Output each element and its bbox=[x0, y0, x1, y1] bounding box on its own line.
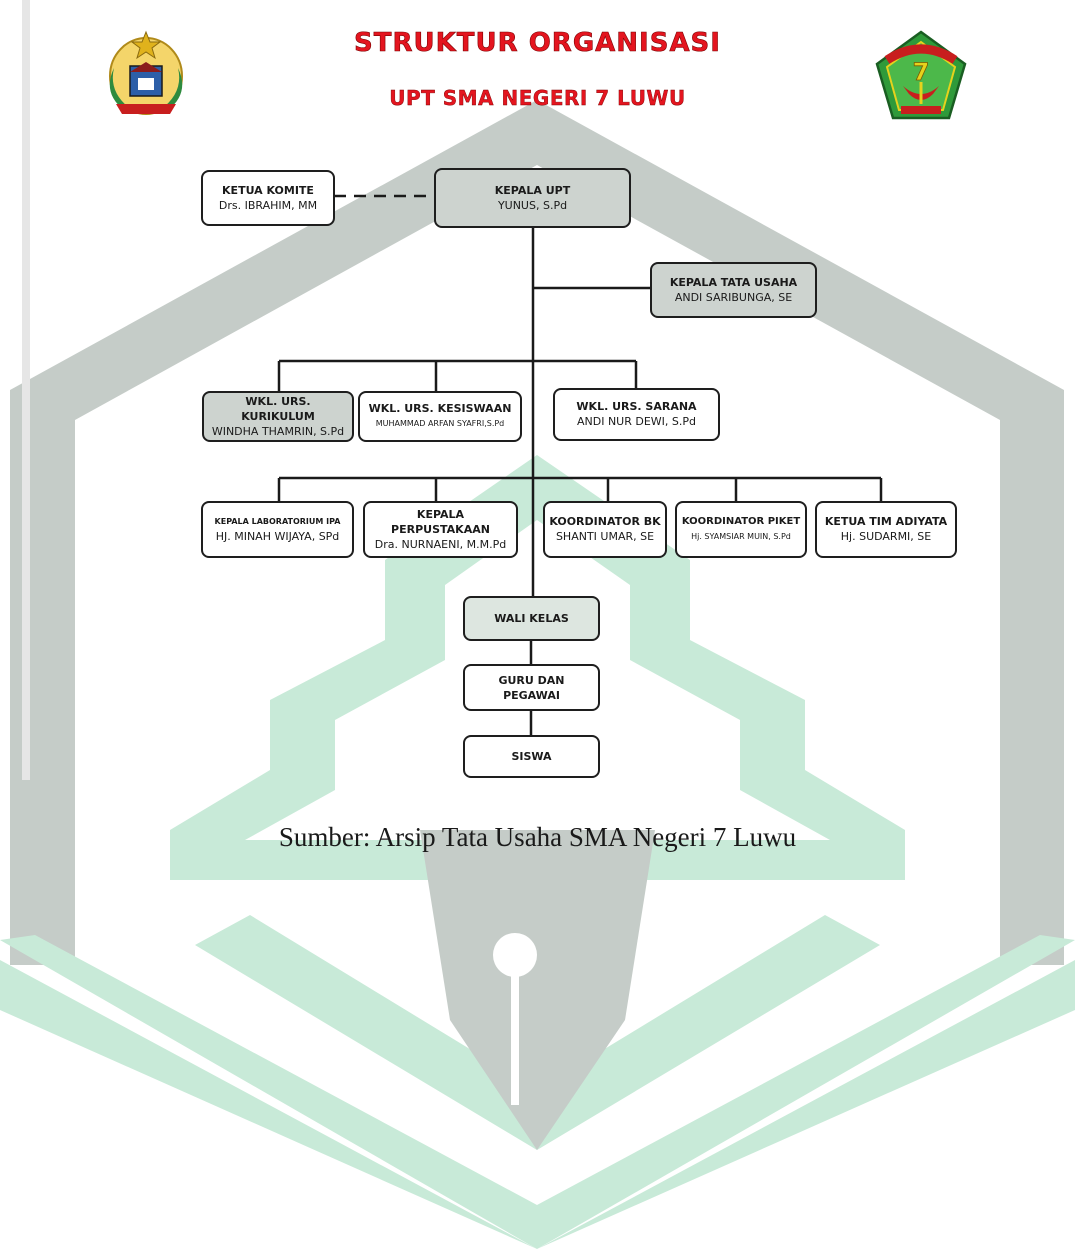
kepala-upt-box: KEPALA UPT YUNUS, S.Pd bbox=[434, 168, 631, 228]
guru-pegawai-box: GURU DAN PEGAWAI bbox=[463, 664, 600, 711]
kepala-upt-name: YUNUS, S.Pd bbox=[497, 198, 568, 212]
school-badge-icon: 7 bbox=[875, 30, 967, 120]
page-subtitle: UPT SMA NEGERI 7 LUWU bbox=[389, 86, 686, 110]
koordinator-bk-name: SHANTI UMAR, SE bbox=[555, 530, 655, 543]
source-caption: Sumber: Arsip Tata Usaha SMA Negeri 7 Lu… bbox=[278, 822, 797, 852]
wkl-sarana-name: ANDI NUR DEWI, S.Pd bbox=[576, 415, 696, 428]
wkl-kurikulum-name: WINDHA THAMRIN, S.Pd bbox=[211, 424, 345, 438]
wkl-kesiswaan-title: WKL. URS. KESISWAAN bbox=[368, 402, 512, 415]
kepala-perpus-title: KEPALA PERPUSTAKAAN bbox=[391, 507, 490, 536]
wkl-sarana-box: WKL. URS. SARANA ANDI NUR DEWI, S.Pd bbox=[553, 388, 720, 441]
kepala-lab-name: HJ. MINAH WIJAYA, SPd bbox=[215, 530, 340, 543]
kepala-lab-box: KEPALA LABORATORIUM IPA HJ. MINAH WIJAYA… bbox=[201, 501, 354, 558]
wkl-kesiswaan-box: WKL. URS. KESISWAAN MUHAMMAD ARFAN SYAFR… bbox=[358, 391, 522, 442]
page-title: STRUKTUR ORGANISASI bbox=[354, 28, 721, 59]
ketua-tim-name: Hj. SUDARMI, SE bbox=[840, 530, 932, 543]
kepala-tata-usaha-box: KEPALA TATA USAHA ANDI SARIBUNGA, SE bbox=[650, 262, 817, 318]
wali-kelas-title: WALI KELAS bbox=[494, 612, 569, 625]
left-margin-bar bbox=[22, 0, 30, 780]
ketua-tim-box: KETUA TIM ADIYATA Hj. SUDARMI, SE bbox=[815, 501, 957, 558]
svg-text:7: 7 bbox=[913, 58, 930, 86]
siswa-title: SISWA bbox=[511, 750, 552, 763]
ketua-tim-title: KETUA TIM ADIYATA bbox=[824, 515, 948, 528]
koordinator-piket-title: KOORDINATOR PIKET bbox=[681, 516, 801, 527]
kepala-perpus-box: KEPALA PERPUSTAKAAN Dra. NURNAENI, M.M.P… bbox=[363, 501, 518, 558]
ketua-komite-name: Drs. IBRAHIM, MM bbox=[218, 198, 318, 212]
koordinator-piket-name: Hj. SYAMSIAR MUIN, S.Pd bbox=[691, 532, 791, 541]
ketua-komite-box: KETUA KOMITE Drs. IBRAHIM, MM bbox=[201, 170, 335, 226]
wkl-kurikulum-title: WKL. URS. KURIKULUM bbox=[241, 394, 315, 423]
wkl-kurikulum-box: WKL. URS. KURIKULUM WINDHA THAMRIN, S.Pd bbox=[202, 391, 354, 442]
kepala-tata-usaha-title: KEPALA TATA USAHA bbox=[669, 275, 798, 289]
wkl-kesiswaan-name: MUHAMMAD ARFAN SYAFRI,S.Pd bbox=[375, 419, 505, 428]
wali-kelas-box: WALI KELAS bbox=[463, 596, 600, 641]
siswa-box: SISWA bbox=[463, 735, 600, 778]
wkl-sarana-title: WKL. URS. SARANA bbox=[576, 400, 697, 413]
ketua-komite-title: KETUA KOMITE bbox=[222, 183, 314, 197]
kepala-upt-title: KEPALA UPT bbox=[494, 183, 571, 197]
guru-pegawai-title: GURU DAN PEGAWAI bbox=[498, 673, 565, 702]
kepala-perpus-name: Dra. NURNAENI, M.M.Pd bbox=[374, 537, 507, 551]
kepala-lab-title: KEPALA LABORATORIUM IPA bbox=[214, 517, 341, 526]
koordinator-piket-box: KOORDINATOR PIKET Hj. SYAMSIAR MUIN, S.P… bbox=[675, 501, 807, 558]
koordinator-bk-box: KOORDINATOR BK SHANTI UMAR, SE bbox=[543, 501, 667, 558]
kepala-tata-usaha-name: ANDI SARIBUNGA, SE bbox=[674, 290, 793, 304]
koordinator-bk-title: KOORDINATOR BK bbox=[549, 515, 661, 528]
provincial-emblem-icon bbox=[109, 30, 183, 115]
